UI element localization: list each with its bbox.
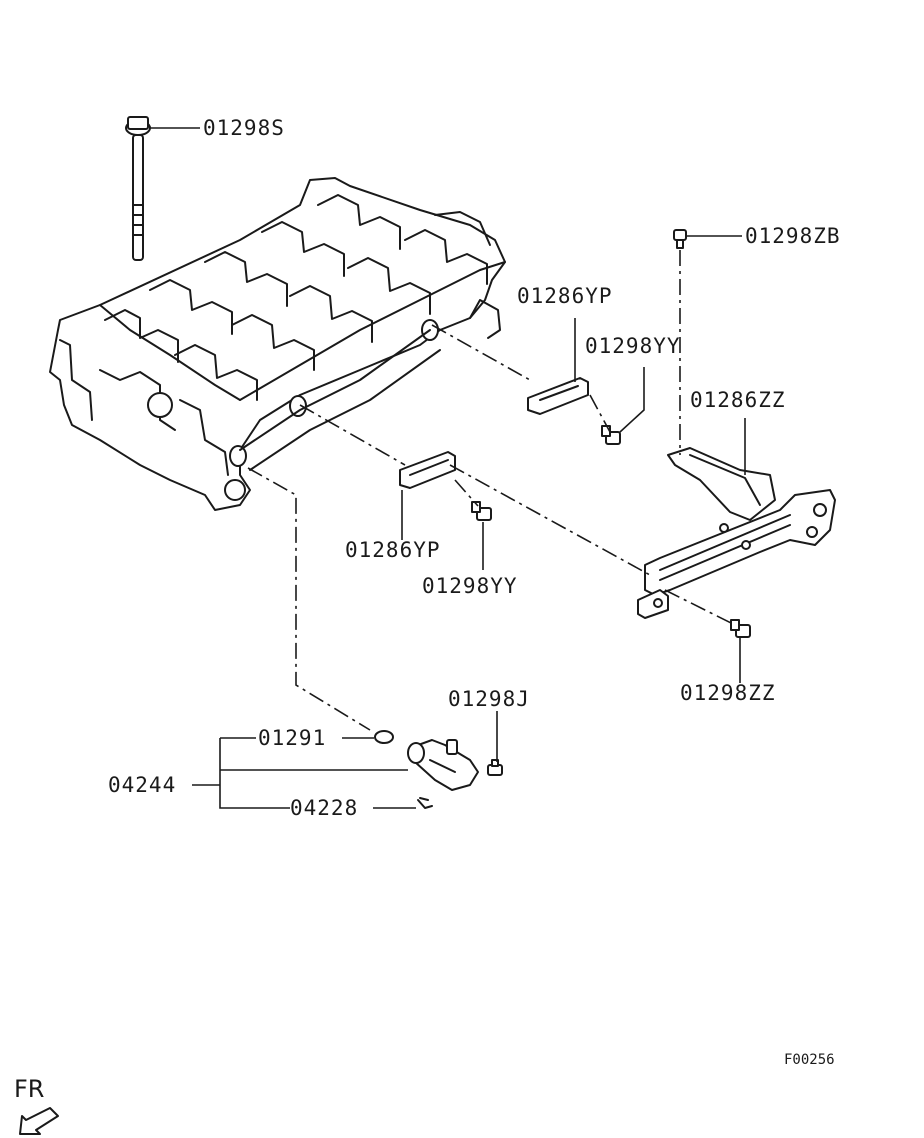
label-01286yp-upper: 01286YP bbox=[517, 284, 613, 308]
assembly-centerlines bbox=[247, 250, 736, 731]
label-01298zz: 01298ZZ bbox=[680, 681, 776, 705]
label-01298s: 01298S bbox=[203, 116, 285, 140]
label-04228: 04228 bbox=[290, 796, 358, 820]
label-01286zz: 01286ZZ bbox=[690, 388, 786, 412]
label-01298j: 01298J bbox=[448, 687, 530, 711]
label-01298yy-lower: 01298YY bbox=[422, 574, 518, 598]
bracket-lower bbox=[399, 451, 456, 489]
figure-code: F00256 bbox=[784, 1052, 835, 1068]
bracket-upper bbox=[527, 377, 589, 415]
leader-lines bbox=[150, 127, 746, 809]
front-direction-arrow-icon bbox=[19, 1107, 59, 1135]
label-01286yp-lower: 01286YP bbox=[345, 538, 441, 562]
bolt-yy-lower bbox=[471, 501, 492, 521]
bracket-bolt-zb bbox=[673, 229, 687, 249]
bolt-zz bbox=[730, 619, 751, 638]
front-direction-indicator: FR bbox=[14, 1075, 59, 1135]
bolt-yy-upper bbox=[601, 425, 621, 445]
label-01298yy-upper: 01298YY bbox=[585, 334, 681, 358]
oil-control-valve bbox=[374, 730, 503, 809]
cylinder-head bbox=[49, 177, 506, 511]
head-bolt bbox=[125, 116, 151, 261]
label-04244: 04244 bbox=[108, 773, 176, 797]
bracket-main bbox=[637, 447, 836, 619]
front-label: FR bbox=[14, 1075, 44, 1103]
label-01298zb: 01298ZB bbox=[745, 224, 841, 248]
part-labels: 01298S 01298ZB 01286YP 01298YY 01286ZZ 0… bbox=[108, 116, 841, 820]
label-01291: 01291 bbox=[258, 726, 326, 750]
